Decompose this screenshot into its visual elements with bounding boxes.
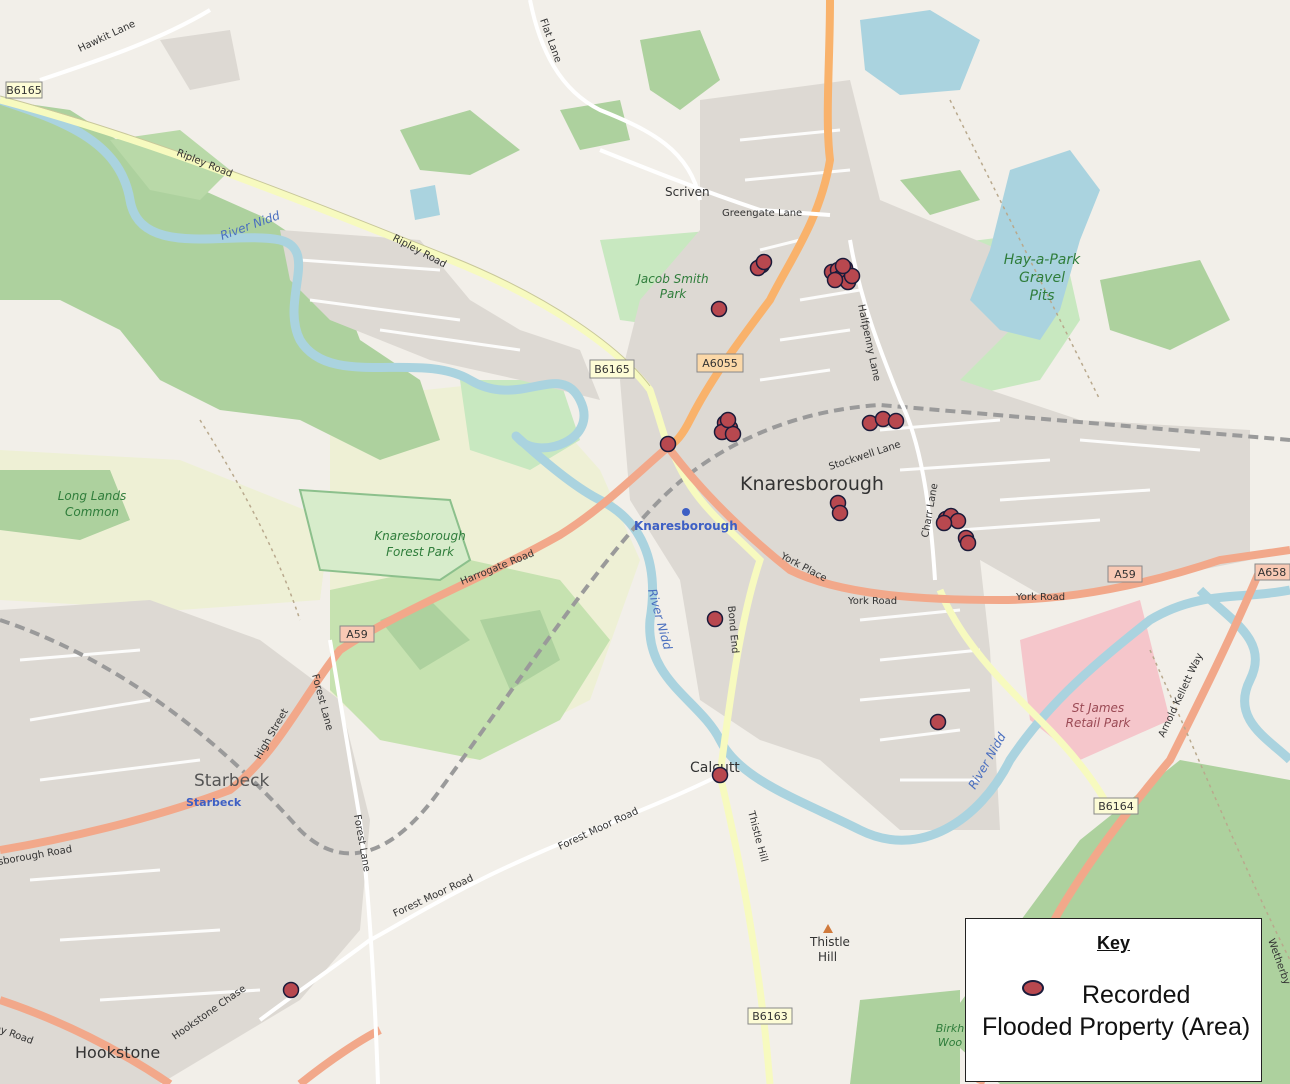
flood-marker bbox=[949, 512, 967, 530]
label-long-lands-common: Long Lands bbox=[58, 489, 127, 503]
label-hay-a-park: Hay-a-Park bbox=[1004, 252, 1081, 268]
urban-area bbox=[620, 80, 1250, 830]
flood-markers bbox=[282, 253, 977, 999]
park-labels: Jacob Smith Park Hay-a-Park Gravel Pits … bbox=[58, 252, 1132, 1049]
wood-area bbox=[900, 170, 980, 215]
key-title: Key bbox=[1096, 933, 1131, 953]
pond bbox=[410, 185, 440, 220]
flood-marker bbox=[826, 271, 844, 289]
lake-north bbox=[860, 10, 980, 95]
label-b6163-south: B6163 bbox=[752, 1010, 788, 1023]
label-hay-a-park-3: Pits bbox=[1029, 288, 1054, 304]
wood-area bbox=[480, 610, 560, 690]
flood-marker bbox=[719, 411, 737, 429]
retail-park-area bbox=[1020, 600, 1170, 760]
wood-area bbox=[1100, 260, 1230, 350]
secondary-roads bbox=[0, 96, 1114, 1084]
label-knaresborough-forest-park: Knaresborough bbox=[374, 529, 465, 543]
label-b6164: B6164 bbox=[1098, 800, 1134, 813]
label-a59-east: A59 bbox=[1114, 568, 1136, 581]
flood-marker bbox=[831, 504, 849, 522]
label-a59-west: A59 bbox=[346, 628, 368, 641]
label-long-lands-common-2: Common bbox=[65, 505, 119, 519]
park-area bbox=[298, 488, 472, 582]
road-shields: B6165 B6165 A6055 A59 A59 A658 B6164 B61… bbox=[5, 81, 1290, 1025]
wood-area bbox=[850, 990, 960, 1084]
label-station-knaresborough: Knaresborough bbox=[634, 519, 738, 533]
label-york-road-2: York Road bbox=[1015, 592, 1065, 603]
a6055-road bbox=[666, 0, 835, 451]
urban-area bbox=[280, 230, 600, 400]
urban-area bbox=[0, 600, 370, 1084]
label-knaresborough-forest-park-2: Forest Park bbox=[386, 545, 455, 559]
label-b6165-center: B6165 bbox=[594, 363, 630, 376]
key-entry-rest: Flooded Property (Area) bbox=[982, 1013, 1251, 1041]
label-starbeck-station: Starbeck bbox=[186, 796, 242, 809]
flood-marker bbox=[887, 412, 905, 430]
label-jacob-smith-park: Jacob Smith bbox=[635, 272, 708, 286]
flood-marker bbox=[282, 981, 300, 999]
river-nidd-path bbox=[0, 95, 1290, 845]
key-entry: Recorded Flooded Property (Area) bbox=[982, 979, 1252, 1043]
wood-area bbox=[110, 130, 230, 200]
flood-marker bbox=[755, 253, 773, 271]
wood-area bbox=[640, 30, 720, 110]
label-york-road-1: York Road bbox=[847, 596, 897, 607]
flood-marker bbox=[935, 514, 953, 532]
wood-area bbox=[560, 100, 630, 150]
secondary-road-casing bbox=[0, 95, 651, 387]
label-b6165-nw: B6165 bbox=[6, 84, 42, 97]
railway-line bbox=[0, 402, 1290, 856]
label-hookstone: Hookstone bbox=[75, 1043, 160, 1062]
wood-area bbox=[0, 470, 130, 540]
label-thistle-hill: Thistle bbox=[809, 935, 850, 949]
label-a658: A658 bbox=[1258, 566, 1287, 579]
label-thistle-hill-2: Hill bbox=[818, 950, 837, 964]
label-birkham-wood-2: Woo bbox=[938, 1036, 963, 1049]
map-key: Key Recorded Flooded Property (Area) bbox=[965, 918, 1262, 1082]
label-scriven: Scriven bbox=[665, 185, 710, 199]
label-jacob-smith-park-2: Park bbox=[660, 287, 688, 301]
river-east-loop bbox=[1196, 586, 1290, 764]
label-birkham-wood: Birkh bbox=[936, 1022, 964, 1035]
flood-marker bbox=[710, 300, 728, 318]
station-knaresborough-icon bbox=[682, 508, 690, 516]
peak-thistle-hill-icon bbox=[823, 924, 833, 933]
label-greengate-lane: Greengate Lane bbox=[722, 208, 802, 219]
flood-marker bbox=[711, 766, 729, 784]
tracks bbox=[199, 99, 1290, 961]
label-calcutt: Calcutt bbox=[690, 760, 740, 776]
label-a6055: A6055 bbox=[702, 357, 738, 370]
key-entry-line1: Recorded bbox=[1082, 981, 1191, 1009]
label-bond-end: Bond End bbox=[725, 605, 740, 654]
label-town-knaresborough: Knaresborough bbox=[740, 473, 884, 495]
flood-marker bbox=[959, 534, 977, 552]
label-starbeck: Starbeck bbox=[194, 771, 269, 791]
lake-hay-a-park bbox=[970, 150, 1100, 340]
flood-marker bbox=[929, 713, 947, 731]
flood-marker bbox=[724, 425, 742, 443]
flood-marker bbox=[659, 435, 677, 453]
minor-roads bbox=[39, 0, 937, 1084]
primary-roads bbox=[0, 443, 1290, 1084]
label-hay-a-park-2: Gravel bbox=[1019, 270, 1065, 286]
wood-area bbox=[0, 100, 440, 460]
place-labels: Scriven Knaresborough Knaresborough Star… bbox=[75, 185, 884, 1062]
urban-area bbox=[160, 30, 240, 90]
flood-marker-icon bbox=[1022, 980, 1044, 996]
label-st-james: St James bbox=[1072, 701, 1124, 715]
label-retail-park: Retail Park bbox=[1066, 716, 1132, 730]
flood-marker bbox=[706, 610, 724, 628]
flood-marker bbox=[834, 257, 852, 275]
wood-area bbox=[400, 110, 520, 175]
